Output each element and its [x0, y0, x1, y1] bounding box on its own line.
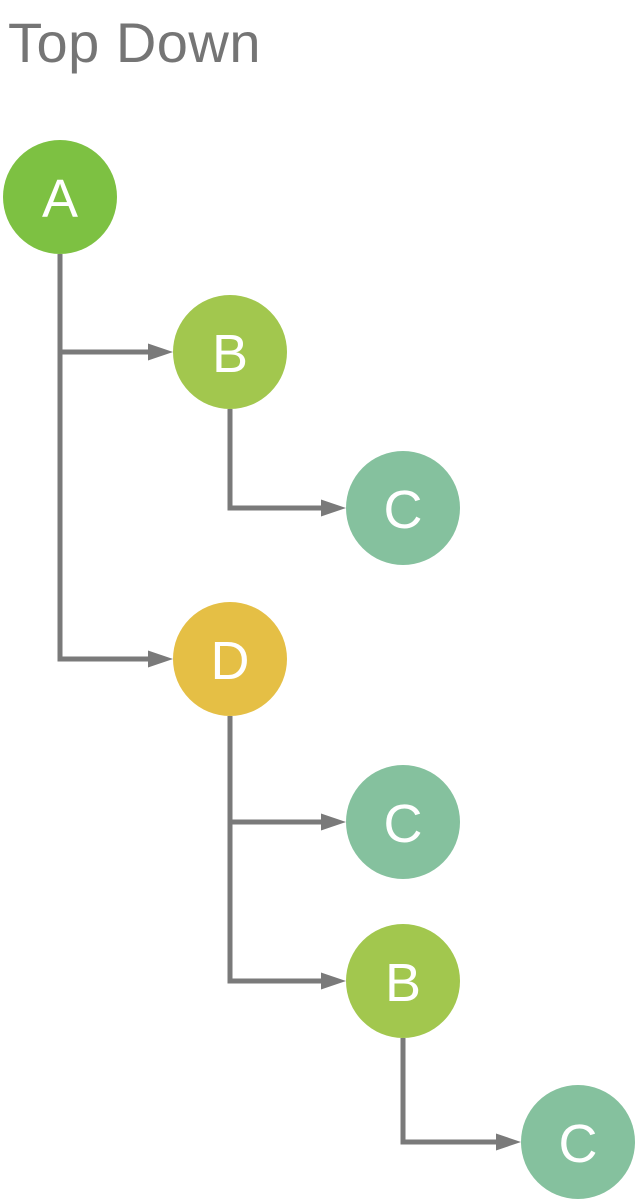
diagram-title: Top Down — [8, 11, 262, 74]
edge-B1-C1 — [227, 409, 323, 511]
node-label-C3: C — [559, 1114, 598, 1174]
node-label-B2: B — [385, 953, 421, 1013]
edge-D-C2 — [227, 716, 323, 825]
node-circle-C1 — [346, 451, 460, 565]
node-D: D — [173, 602, 287, 716]
node-C3: C — [521, 1085, 635, 1199]
node-label-A: A — [42, 169, 78, 229]
node-C1: C — [346, 451, 460, 565]
node-B2: B — [346, 924, 460, 1038]
edge-D-B2 — [227, 716, 323, 984]
arrowhead-A-B1 — [148, 343, 173, 361]
node-label-B1: B — [212, 324, 248, 384]
node-label-C2: C — [384, 794, 423, 854]
arrowhead-B1-C1 — [321, 499, 346, 517]
edge-A-D — [57, 254, 150, 662]
edge-A-B1 — [57, 254, 150, 355]
arrowhead-B2-C3 — [496, 1133, 521, 1151]
arrowhead-D-C2 — [321, 813, 346, 831]
node-A: A — [3, 140, 117, 254]
arrowhead-A-D — [148, 650, 173, 668]
node-circle-C3 — [521, 1085, 635, 1199]
node-B1: B — [173, 295, 287, 409]
arrowhead-D-B2 — [321, 972, 346, 990]
node-C2: C — [346, 765, 460, 879]
edge-B2-C3 — [400, 1038, 498, 1145]
node-circle-C2 — [346, 765, 460, 879]
node-label-C1: C — [384, 480, 423, 540]
node-circle-A — [3, 140, 117, 254]
node-circle-B1 — [173, 295, 287, 409]
node-circle-B2 — [346, 924, 460, 1038]
node-label-D: D — [211, 631, 250, 691]
node-circle-D — [173, 602, 287, 716]
